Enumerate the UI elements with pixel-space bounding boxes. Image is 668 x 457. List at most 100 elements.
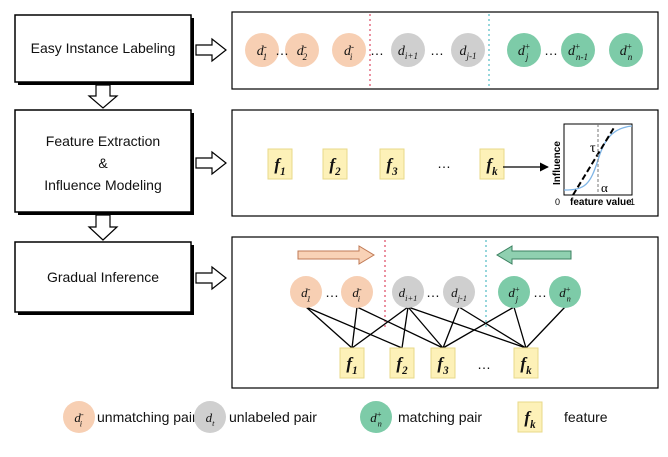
feature-base: f [329, 155, 337, 174]
feature-base: f [386, 155, 394, 174]
node-base: d [518, 44, 526, 59]
ellipsis: … [430, 42, 444, 58]
stage-label-line1: Feature Extraction [46, 133, 160, 149]
ellipsis: … [544, 42, 558, 58]
pair-node-unlabeled: dt [194, 401, 226, 433]
feature-label: fk [520, 354, 532, 377]
down-arrow-2 [87, 214, 119, 241]
factor-edge [458, 306, 527, 349]
factor-edge [305, 306, 353, 349]
ellipsis: … [325, 284, 339, 300]
factor-edge [442, 306, 515, 349]
pair-node-circle [451, 33, 485, 67]
pair-node-unmatching: d-i [341, 276, 373, 308]
stage-easy-instance-labeling: Easy Instance Labeling [14, 14, 194, 85]
node-base: d [301, 285, 308, 300]
y-axis-label: Influence [552, 141, 563, 185]
pair-node-unlabeled: dj-1 [451, 33, 485, 67]
feature-node: f3 [379, 148, 405, 180]
pair-node-circle [443, 276, 475, 308]
stage-label: Gradual Inference [47, 269, 159, 285]
feature-box [267, 148, 293, 180]
feature-sub: k [530, 419, 536, 431]
stage-label: Easy Instance Labeling [31, 40, 176, 56]
feature-box [517, 401, 543, 433]
stage-gradual-inference: Gradual Inference [14, 241, 194, 315]
feature-base: f [486, 155, 494, 174]
feature-sub: 3 [391, 166, 398, 178]
node-sup: + [515, 284, 520, 294]
node-sup: + [627, 41, 632, 51]
feature-box [389, 347, 415, 379]
feature-node: fk [479, 148, 505, 180]
feature-sub: 2 [401, 365, 408, 377]
feature-box [339, 347, 365, 379]
node-label: d-i [344, 41, 354, 62]
feature-base: f [437, 354, 445, 373]
right-arrow-2 [195, 150, 227, 176]
feature-node: fk [517, 401, 543, 433]
feature-base: f [346, 354, 354, 373]
feature-node: fk [513, 347, 539, 379]
node-sup: + [377, 409, 382, 419]
node-sub: 1 [307, 294, 311, 304]
pair-node-circle [609, 33, 643, 67]
feature-box [513, 347, 539, 379]
feature-label: fk [486, 155, 498, 178]
node-sub: 2 [303, 52, 308, 62]
factor-edge [525, 306, 566, 349]
feature-sub: 2 [334, 166, 341, 178]
ellipsis: … [370, 42, 384, 58]
ellipsis: … [437, 155, 451, 171]
x-end-label: 1 [630, 197, 635, 207]
node-label: d-i [352, 284, 362, 304]
legend-text: matching pair [398, 409, 482, 425]
node-base: d [559, 285, 566, 300]
pair-node-circle [507, 33, 541, 67]
factor-graph-edges [305, 306, 566, 349]
pair-node-circle [194, 401, 226, 433]
pair-node-circle [392, 276, 424, 308]
stage-label-line2: & [98, 155, 108, 171]
down-arrow-1 [87, 84, 119, 109]
pair-node-unlabeled: di+1 [391, 33, 425, 67]
feature-label: fk [524, 408, 536, 431]
node-base: d [568, 44, 576, 59]
node-label: di+1 [398, 44, 418, 61]
factor-edge [407, 306, 444, 349]
node-base: d [206, 410, 213, 425]
node-label: dj-1 [459, 44, 476, 61]
feature-sub: 3 [442, 365, 449, 377]
ellipsis: … [477, 356, 491, 372]
pair-node-unlabeled: dj-1 [443, 276, 475, 308]
feature-node: f1 [339, 347, 365, 379]
pair-node-circle [391, 33, 425, 67]
pair-node-matching: d+n [360, 401, 392, 433]
feature-box [479, 148, 505, 180]
node-sub: i+1 [405, 51, 418, 61]
pair-node-unmatching: d-1 [290, 276, 322, 308]
backward-arrow [496, 245, 572, 265]
node-base: d [459, 44, 467, 59]
pair-node-circle [498, 276, 530, 308]
node-sub: j-1 [457, 293, 467, 303]
node-base: d [399, 285, 406, 300]
pair-node-matching: d+n [549, 276, 581, 308]
pair-node-circle [63, 401, 95, 433]
alpha-label: α [601, 180, 608, 195]
pair-node-circle [561, 33, 595, 67]
feature-node: f1 [267, 148, 293, 180]
pair-node-unmatching: d-i [63, 401, 95, 433]
node-sub: n [628, 52, 633, 62]
ellipsis: … [275, 42, 289, 58]
node-sub: i [80, 419, 83, 429]
ellipsis: … [533, 284, 547, 300]
legend-text: feature [564, 409, 608, 425]
legend-text: unlabeled pair [229, 409, 317, 425]
node-label: d+j [518, 41, 530, 62]
node-sup: - [308, 284, 311, 294]
stage-feature-extraction: Feature Extraction & Influence Modeling [14, 109, 194, 215]
factor-edge [351, 306, 409, 349]
